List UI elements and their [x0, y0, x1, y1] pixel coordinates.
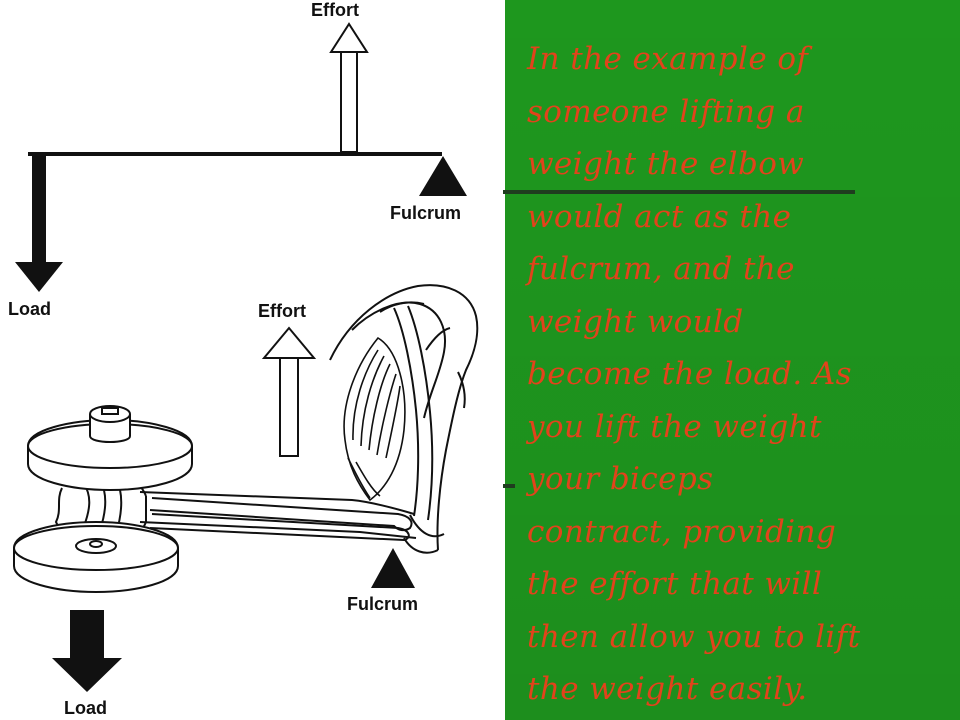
- top-fulcrum-triangle: [419, 156, 467, 196]
- top-effort-label: Effort: [311, 0, 359, 20]
- top-load-label: Load: [8, 299, 51, 319]
- top-load-arrow: [15, 156, 63, 292]
- arm-fulcrum-label: Fulcrum: [347, 594, 418, 614]
- upper-arm: [329, 284, 479, 551]
- dumbbell: [13, 405, 193, 594]
- arm-effort-arrow: [261, 326, 317, 457]
- arm-load-label: Load: [64, 698, 107, 718]
- arm-fulcrum-triangle: [371, 548, 415, 588]
- top-effort-arrow: [329, 22, 369, 153]
- lever-bar: [28, 152, 442, 156]
- humerus-bone: [393, 305, 445, 538]
- explanation-text: In the example of someone lifting a weig…: [527, 41, 861, 707]
- panel-divider-tick: [503, 484, 515, 488]
- explanation-panel: [505, 0, 960, 720]
- panel-divider-line: [503, 190, 855, 194]
- arm-lever: Effort: [13, 284, 479, 718]
- diagram-panel: Effort Fulcrum Load Effort: [8, 0, 479, 718]
- lever-diagram: Effort Fulcrum Load Effort: [8, 0, 479, 718]
- top-fulcrum-label: Fulcrum: [390, 203, 461, 223]
- top-lever: Effort Fulcrum Load: [8, 0, 467, 319]
- biceps-muscle: [343, 336, 406, 502]
- arm-effort-label: Effort: [258, 301, 306, 321]
- arm-load-arrow: [52, 610, 122, 692]
- forearm: [139, 491, 439, 554]
